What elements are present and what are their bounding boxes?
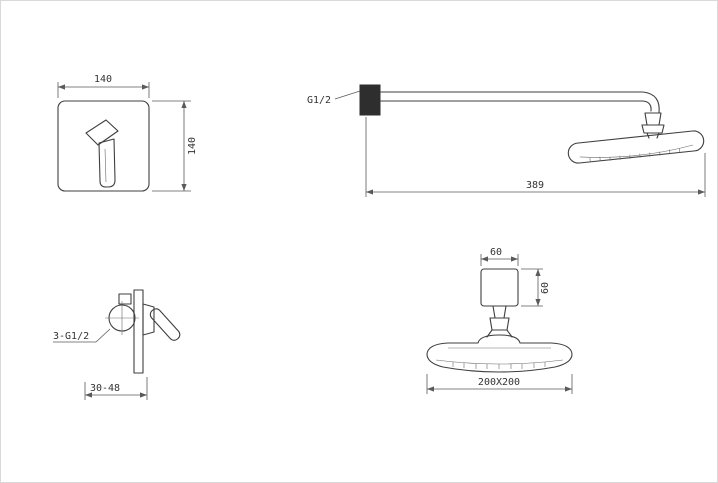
mixer-handle-pivot: [85, 119, 119, 146]
mixer-side-handle: [149, 308, 181, 341]
handle-detail-line: [104, 148, 107, 183]
mixer-trim-plate: [57, 100, 150, 192]
shower-head-side: [567, 130, 705, 164]
dim-width: 140: [57, 74, 150, 98]
dim-height-label: 140: [187, 137, 198, 155]
nozzle-ticks: [589, 148, 681, 162]
arm-elbow-inner: [642, 100, 652, 112]
shower-head-rim: [579, 144, 694, 158]
mixer-body-plate: [133, 289, 144, 374]
handle-base: [142, 303, 155, 336]
side-thread-label: 3-G1/2: [53, 331, 89, 342]
mixer-handle-grip: [98, 138, 116, 188]
dim-mount-height-label: 60: [540, 282, 551, 294]
shower-arm-view: G1/2: [307, 84, 706, 197]
arm-elbow-outer: [642, 91, 660, 114]
dim-depth: 30-48: [84, 377, 148, 400]
dim-head-size-label: 200X200: [478, 377, 520, 388]
dim-mount-width-label: 60: [490, 247, 502, 258]
dim-length: 389: [365, 117, 706, 197]
arm-connector-nut: [644, 112, 662, 126]
ceiling-mount-plate: [480, 268, 519, 307]
shower-head-body: [567, 130, 705, 164]
head-connector-lower: [489, 317, 510, 331]
arm-connector-ring: [641, 124, 665, 134]
dim-head-size: 200X200: [426, 374, 573, 394]
dim-length-label: 389: [526, 180, 544, 191]
dim-width-label: 140: [94, 74, 112, 85]
dim-height: 140: [152, 100, 198, 192]
shower-head-front-view: 60 60 200X200: [426, 247, 573, 394]
arm-thread-label: G1/2: [307, 95, 331, 106]
mixer-side-view: 3-G1/2 30-48: [53, 289, 181, 400]
valve-stem: [118, 293, 132, 305]
dim-mount-width: 60: [480, 247, 519, 266]
thread-leader-line: [334, 90, 361, 100]
shower-head-front-body: [426, 334, 573, 373]
wall-flange: [359, 84, 381, 116]
dim-depth-label: 30-48: [90, 383, 120, 394]
head-connector-upper: [492, 305, 507, 319]
mixer-front-view: 140 140: [57, 74, 198, 192]
head-rim-line: [435, 359, 564, 365]
dim-mount-height: 60: [521, 268, 551, 307]
front-nozzle-ticks: [452, 362, 546, 369]
side-thread-leader: [95, 328, 111, 343]
